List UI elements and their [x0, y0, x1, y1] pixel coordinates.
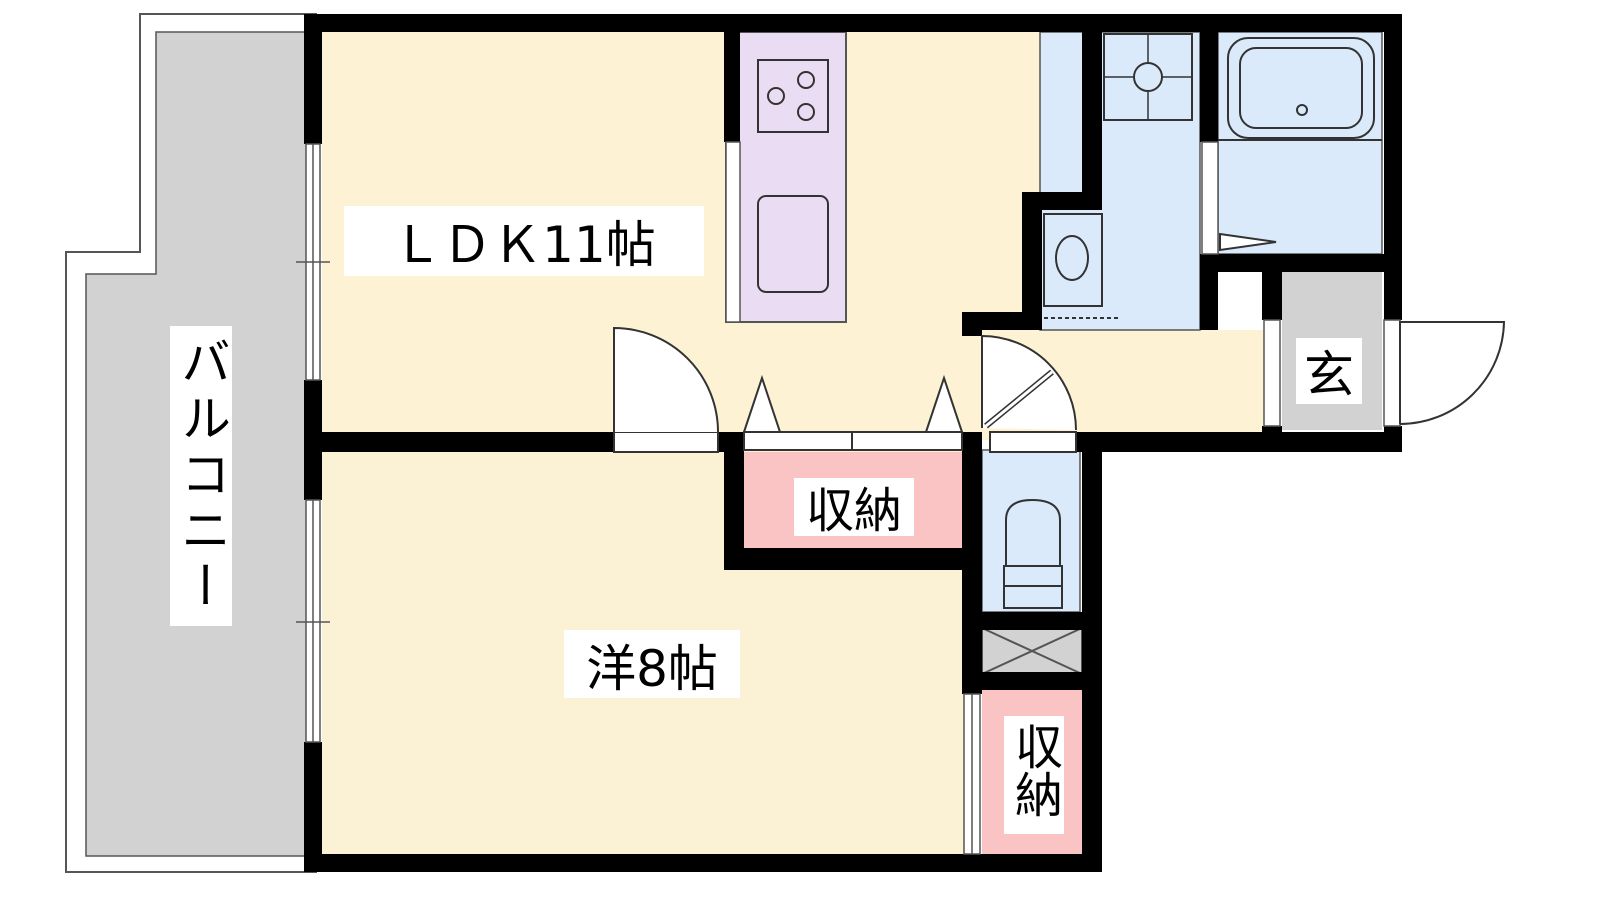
balcony-label: バルコニー	[173, 336, 231, 616]
entrance-label: 玄	[1304, 346, 1354, 404]
toilet-room	[981, 449, 1081, 613]
walls	[304, 14, 1402, 872]
sink-icon	[757, 195, 829, 293]
western-label-group: 洋8帖	[564, 630, 740, 698]
storage-small-label: 収納	[1006, 722, 1062, 818]
bathroom	[1217, 31, 1383, 255]
western-room-label: 洋8帖	[586, 640, 718, 698]
windows	[296, 141, 1401, 855]
doors	[613, 232, 1506, 453]
ldk-label-group: ＬＤＫ11帖	[344, 206, 704, 276]
washbasin-icon	[1043, 213, 1103, 307]
entrance-label-group: 玄	[1296, 338, 1362, 404]
storage-main-label-group: 収納	[794, 478, 914, 539]
ldk-label: ＬＤＫ11帖	[392, 216, 656, 274]
washroom	[1039, 31, 1201, 331]
storage-main-label: 収納	[806, 483, 902, 539]
bathtub-icon	[1227, 37, 1375, 139]
kitchen-counter	[725, 31, 847, 323]
balcony-label-group: バルコニー	[170, 326, 232, 626]
pipe-shaft	[981, 627, 1083, 675]
toilet-icon	[1003, 498, 1063, 609]
stove-icon	[757, 59, 829, 133]
storage-small-label-group: 収納	[1004, 716, 1064, 834]
